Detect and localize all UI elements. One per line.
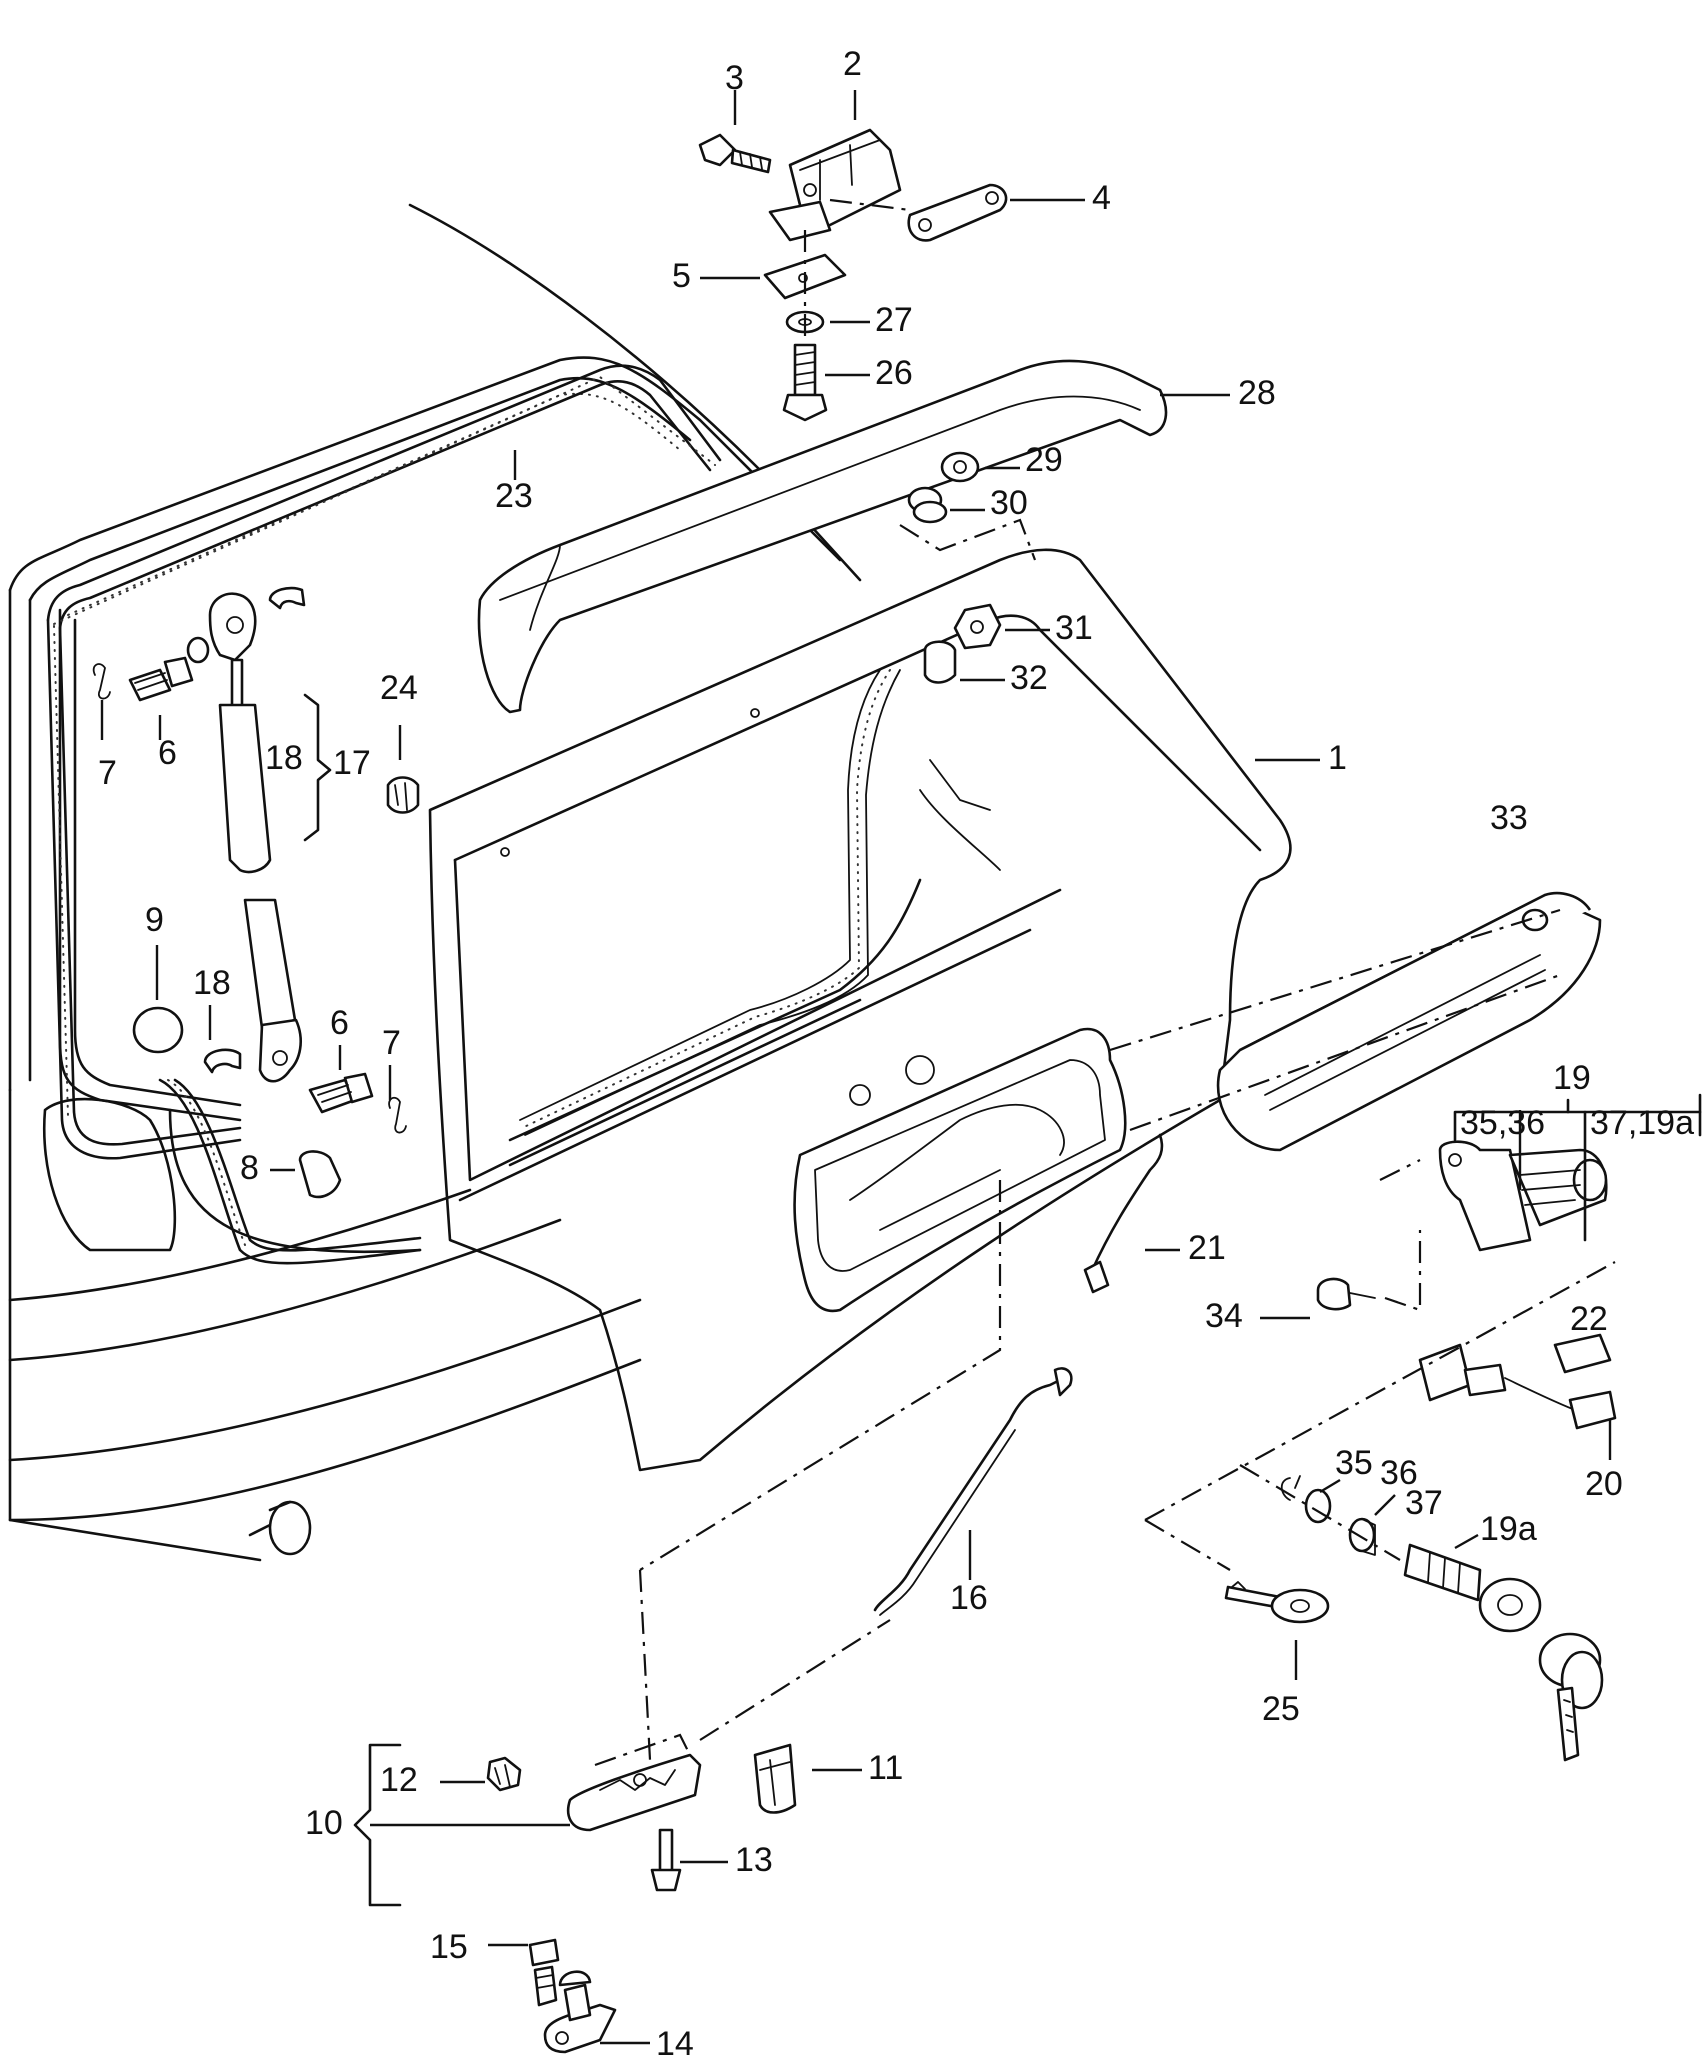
callout-16: 16 (950, 1579, 988, 1617)
callout-5: 5 (672, 257, 691, 295)
callout-35: 35 (1335, 1444, 1373, 1482)
callout-37-19a: 37,19a (1590, 1104, 1694, 1142)
callout-31: 31 (1055, 609, 1093, 647)
callout-4: 4 (1092, 179, 1111, 217)
callout-7-lower: 7 (382, 1024, 401, 1062)
callout-26: 26 (875, 354, 913, 392)
callout-24: 24 (380, 669, 418, 707)
callout-9: 9 (145, 901, 164, 939)
callout-8: 8 (240, 1149, 259, 1187)
callout-30: 30 (990, 484, 1028, 522)
callout-32: 32 (1010, 659, 1048, 697)
callout-34: 34 (1205, 1297, 1243, 1335)
ball-studs-and-clips (92, 636, 420, 1199)
rods-and-cables (639, 1133, 1617, 1616)
callout-1: 1 (1328, 739, 1347, 777)
tailgate-panel (428, 548, 1292, 1472)
latch-assembly (486, 1569, 891, 2054)
rear-spoiler (477, 359, 1168, 714)
callout-17: 17 (333, 744, 371, 782)
gas-strut (203, 586, 306, 1083)
callout-7-upper: 7 (98, 754, 117, 792)
callout-19: 19 (1553, 1059, 1591, 1097)
callout-13: 13 (735, 1841, 773, 1879)
callout-37: 37 (1405, 1484, 1443, 1522)
callout-11: 11 (868, 1749, 903, 1787)
callout-3: 3 (725, 59, 744, 97)
key-and-cylinder-parts (1144, 1261, 1616, 1762)
callout-21-main-label: 21 (1188, 1229, 1226, 1267)
callout-18-lower: 18 (193, 964, 231, 1002)
handle-housing (793, 1027, 1127, 1313)
callout-10: 10 (305, 1804, 343, 1842)
callout-36: 36 (1380, 1454, 1418, 1492)
car-body (8, 203, 862, 1562)
callout-35-36: 35,36 (1460, 1104, 1545, 1142)
lock-cylinder-assembly (1379, 1093, 1702, 1252)
callout-29: 29 (1025, 441, 1063, 479)
callout-12: 12 (380, 1761, 418, 1799)
license-plate-trim (1109, 891, 1602, 1152)
callout-6-lower: 6 (330, 1004, 349, 1042)
callout-18-upper: 18 (265, 739, 303, 777)
callout-23: 23 (495, 477, 533, 515)
bracket-braces (303, 693, 570, 1907)
callout-33: 33 (1490, 799, 1528, 837)
hinge-assembly (698, 128, 1008, 422)
callout-2: 2 (843, 45, 862, 83)
callout-labels: 2 3 4 5 27 26 28 29 30 31 32 1 23 6 7 18… (98, 45, 1694, 1879)
leader-lines (100, 90, 1612, 2045)
callout-28: 28 (1238, 374, 1276, 412)
weatherstrip-seal (46, 364, 722, 1265)
spoiler-fasteners (899, 451, 1037, 684)
callout-27: 27 (875, 301, 913, 339)
callout-6-upper: 6 (158, 734, 177, 772)
